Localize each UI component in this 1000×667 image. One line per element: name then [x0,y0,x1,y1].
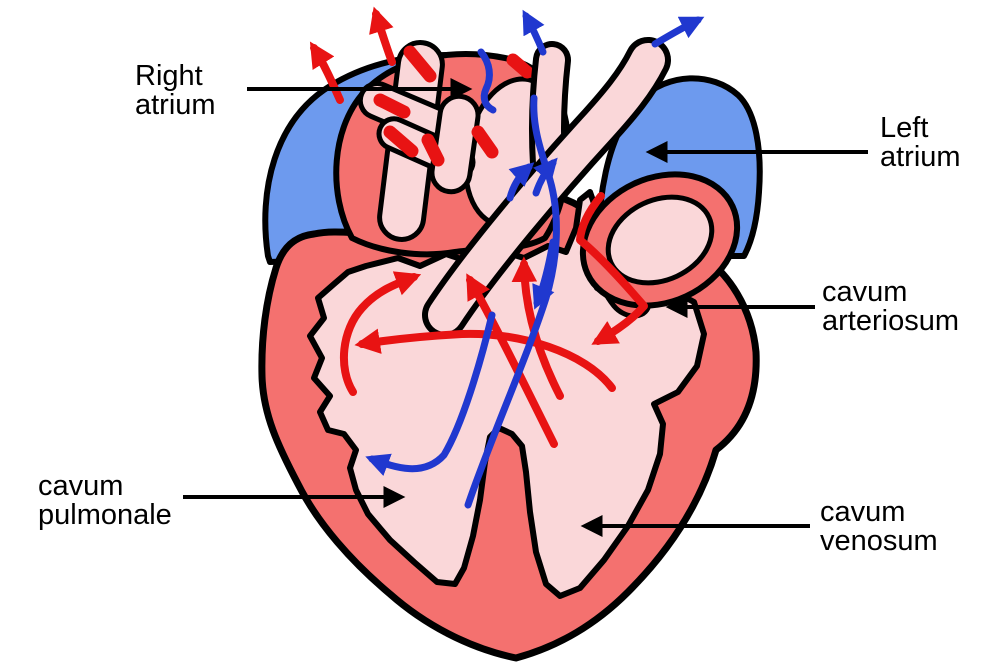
cavum-arteriosum-label: cavum arteriosum [822,278,959,336]
blue-flow-arrow-icon [651,16,705,48]
left-atrium-label: Left atrium [880,114,961,172]
cavum-pulmonale-label: cavum pulmonale [38,472,172,530]
blue-flow-arrow-icon [522,9,547,56]
right-atrium-label-line2: atrium [135,89,216,121]
deoxygenated-flow-arrows [365,9,705,509]
pulmonary-artery [422,37,671,338]
red-flow-arrow-icon [511,256,564,400]
blue-flow-arrow-icon [365,311,496,476]
red-dash-icon [421,133,445,167]
cavum-pulmonale-label-line1: cavum [38,470,124,502]
red-dash-icon [506,53,534,79]
left-atrium-label-line2: atrium [880,141,961,173]
label-pointers [183,78,868,537]
oxygenated-flow-arrows [309,6,648,448]
red-flow-arrow-icon [309,41,344,104]
pulmonary-artery-lumen [428,43,665,332]
left-atrium-lumen [605,194,715,286]
cavum-venosum-label-line2: venosum [820,525,938,557]
cavum-arteriosum-label-line2: arteriosum [822,305,959,337]
blue-flow-arrow-icon [532,238,557,310]
vessel-flow-dashes [373,45,534,167]
blue-flow-line-icon [477,48,497,114]
left-atrium-label-line1: Left [880,112,929,144]
cavum-arteriosum-label-line1: cavum [822,276,908,308]
red-flow-arrow-icon [354,328,616,392]
red-flow-arrow-icon [576,192,648,345]
right-atrium-label: Right atrium [135,62,216,120]
cavum-venosum-label: cavum venosum [820,498,938,556]
red-dash-icon [373,93,411,119]
blue-flow-arrow-icon [532,157,558,197]
cavum-pulmonale-label-line2: pulmonale [38,499,172,531]
red-flow-arrow-icon [369,6,396,66]
red-dash-icon [403,45,437,83]
red-flow-arrow-icon [339,271,422,396]
blue-flow-line-icon [464,94,560,509]
red-dash-icon [383,125,419,158]
red-flow-arrow-icon [466,273,558,448]
blue-flow-arrow-icon [506,162,535,202]
red-dash-icon [471,125,499,159]
right-atrium-label-line1: Right [135,60,203,92]
cavum-venosum-label-line1: cavum [820,496,906,528]
